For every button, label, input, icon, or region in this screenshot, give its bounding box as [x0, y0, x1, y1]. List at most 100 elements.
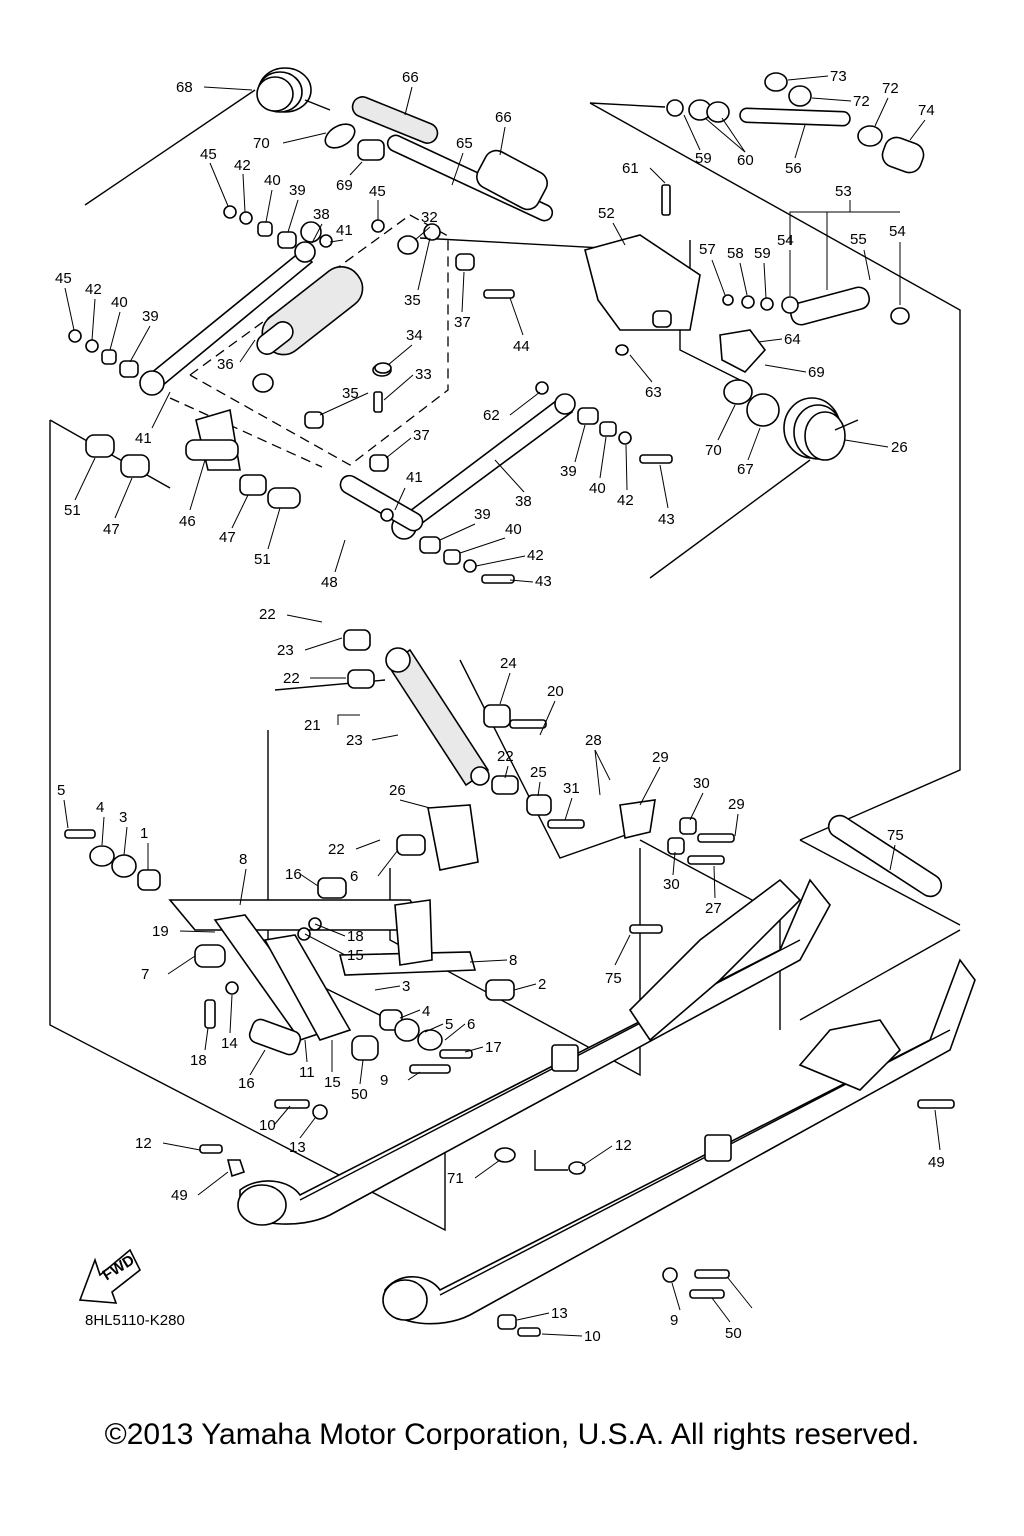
part-label: 22	[497, 748, 514, 765]
part-label: 70	[253, 135, 270, 152]
front-arm-assembly	[64, 814, 943, 1120]
part-label: 46	[179, 513, 196, 530]
part-labels: 68 66 66 65 70 69 61 52 53 54 54 55 56 5…	[55, 68, 945, 1345]
part-label: 7	[141, 966, 149, 983]
part-label: 36	[217, 356, 234, 373]
part-label: 39	[560, 463, 577, 480]
part-label: 15	[347, 947, 364, 964]
part-label: 72	[853, 93, 870, 110]
part-label: 42	[527, 547, 544, 564]
part-label: 51	[64, 502, 81, 519]
part-label: 45	[369, 183, 386, 200]
part-label: 28	[585, 732, 602, 749]
part-label: 24	[500, 655, 517, 672]
part-label: 39	[142, 308, 159, 325]
part-label: 15	[324, 1074, 341, 1091]
part-label: 38	[515, 493, 532, 510]
part-label: 8	[239, 851, 247, 868]
part-label: 30	[663, 876, 680, 893]
part-label: 25	[530, 764, 547, 781]
part-label: 21	[304, 717, 321, 734]
part-label: 50	[351, 1086, 368, 1103]
part-label: 61	[622, 160, 639, 177]
part-label: 37	[413, 427, 430, 444]
torsion-spring-68	[84, 67, 331, 206]
fwd-arrow-icon: FWD	[78, 1248, 142, 1304]
part-label: 65	[456, 135, 473, 152]
copyright-notice: ©2013 Yamaha Motor Corporation, U.S.A. A…	[104, 1418, 920, 1451]
part-label: 8	[509, 952, 517, 969]
part-label: 54	[889, 223, 906, 240]
part-label: 20	[547, 683, 564, 700]
part-label: 4	[96, 799, 104, 816]
part-label: 75	[887, 827, 904, 844]
part-label: 60	[737, 152, 754, 169]
part-label: 66	[402, 69, 419, 86]
part-label: 62	[483, 407, 500, 424]
part-label: 10	[259, 1117, 276, 1134]
part-label: 1	[140, 825, 148, 842]
part-label: 18	[347, 928, 364, 945]
part-label: 19	[152, 923, 169, 940]
part-label: 40	[264, 172, 281, 189]
part-label: 47	[103, 521, 120, 538]
part-label: 59	[695, 150, 712, 167]
part-label: 42	[234, 157, 251, 174]
part-label: 39	[474, 506, 491, 523]
part-label: 74	[918, 102, 935, 119]
part-label: 58	[727, 245, 744, 262]
part-label: 3	[402, 978, 410, 995]
part-label: 3	[119, 809, 127, 826]
slide-rail-left	[199, 878, 831, 1226]
part-label: 14	[221, 1035, 238, 1052]
torsion-spring-67	[649, 397, 859, 579]
part-label: 12	[615, 1137, 632, 1154]
part-label: 33	[415, 366, 432, 383]
part-label: 69	[336, 177, 353, 194]
part-label: 30	[693, 775, 710, 792]
part-label: 66	[495, 109, 512, 126]
part-label: 56	[785, 160, 802, 177]
part-label: 13	[551, 1305, 568, 1322]
part-label: 9	[670, 1312, 678, 1329]
part-label: 53	[835, 183, 852, 200]
part-label: 41	[336, 222, 353, 239]
part-label: 22	[328, 841, 345, 858]
part-label: 10	[584, 1328, 601, 1345]
slide-rail-right	[382, 958, 976, 1337]
part-label: 29	[728, 796, 745, 813]
part-label: 50	[725, 1325, 742, 1342]
part-label: 55	[850, 231, 867, 248]
part-label: 31	[563, 780, 580, 797]
part-label: 68	[176, 79, 193, 96]
part-label: 43	[658, 511, 675, 528]
part-label: 54	[777, 232, 794, 249]
part-label: 42	[617, 492, 634, 509]
part-label: 9	[380, 1072, 388, 1089]
part-label: 29	[652, 749, 669, 766]
upper-arm-parts	[324, 72, 925, 427]
part-label: 6	[467, 1016, 475, 1033]
leader-lines	[63, 75, 941, 1337]
part-label: 12	[135, 1135, 152, 1152]
part-label: 26	[389, 782, 406, 799]
part-label: 22	[259, 606, 276, 623]
part-label: 27	[705, 900, 722, 917]
part-label: 52	[598, 205, 615, 222]
shock-absorber-36	[252, 223, 441, 393]
diagram-code: 8HL5110-K280	[85, 1312, 185, 1329]
part-label: 40	[111, 294, 128, 311]
small-hardware	[68, 184, 774, 584]
part-label: 45	[55, 270, 72, 287]
part-label: 41	[406, 469, 423, 486]
part-label: 5	[57, 782, 65, 799]
part-label: 43	[535, 573, 552, 590]
part-label: 35	[342, 385, 359, 402]
part-label: 57	[699, 241, 716, 258]
part-label: 45	[200, 146, 217, 163]
part-label: 51	[254, 551, 271, 568]
part-label: 5	[445, 1016, 453, 1033]
part-label: 22	[283, 670, 300, 687]
part-label: 11	[299, 1064, 315, 1081]
part-label: 67	[737, 461, 754, 478]
